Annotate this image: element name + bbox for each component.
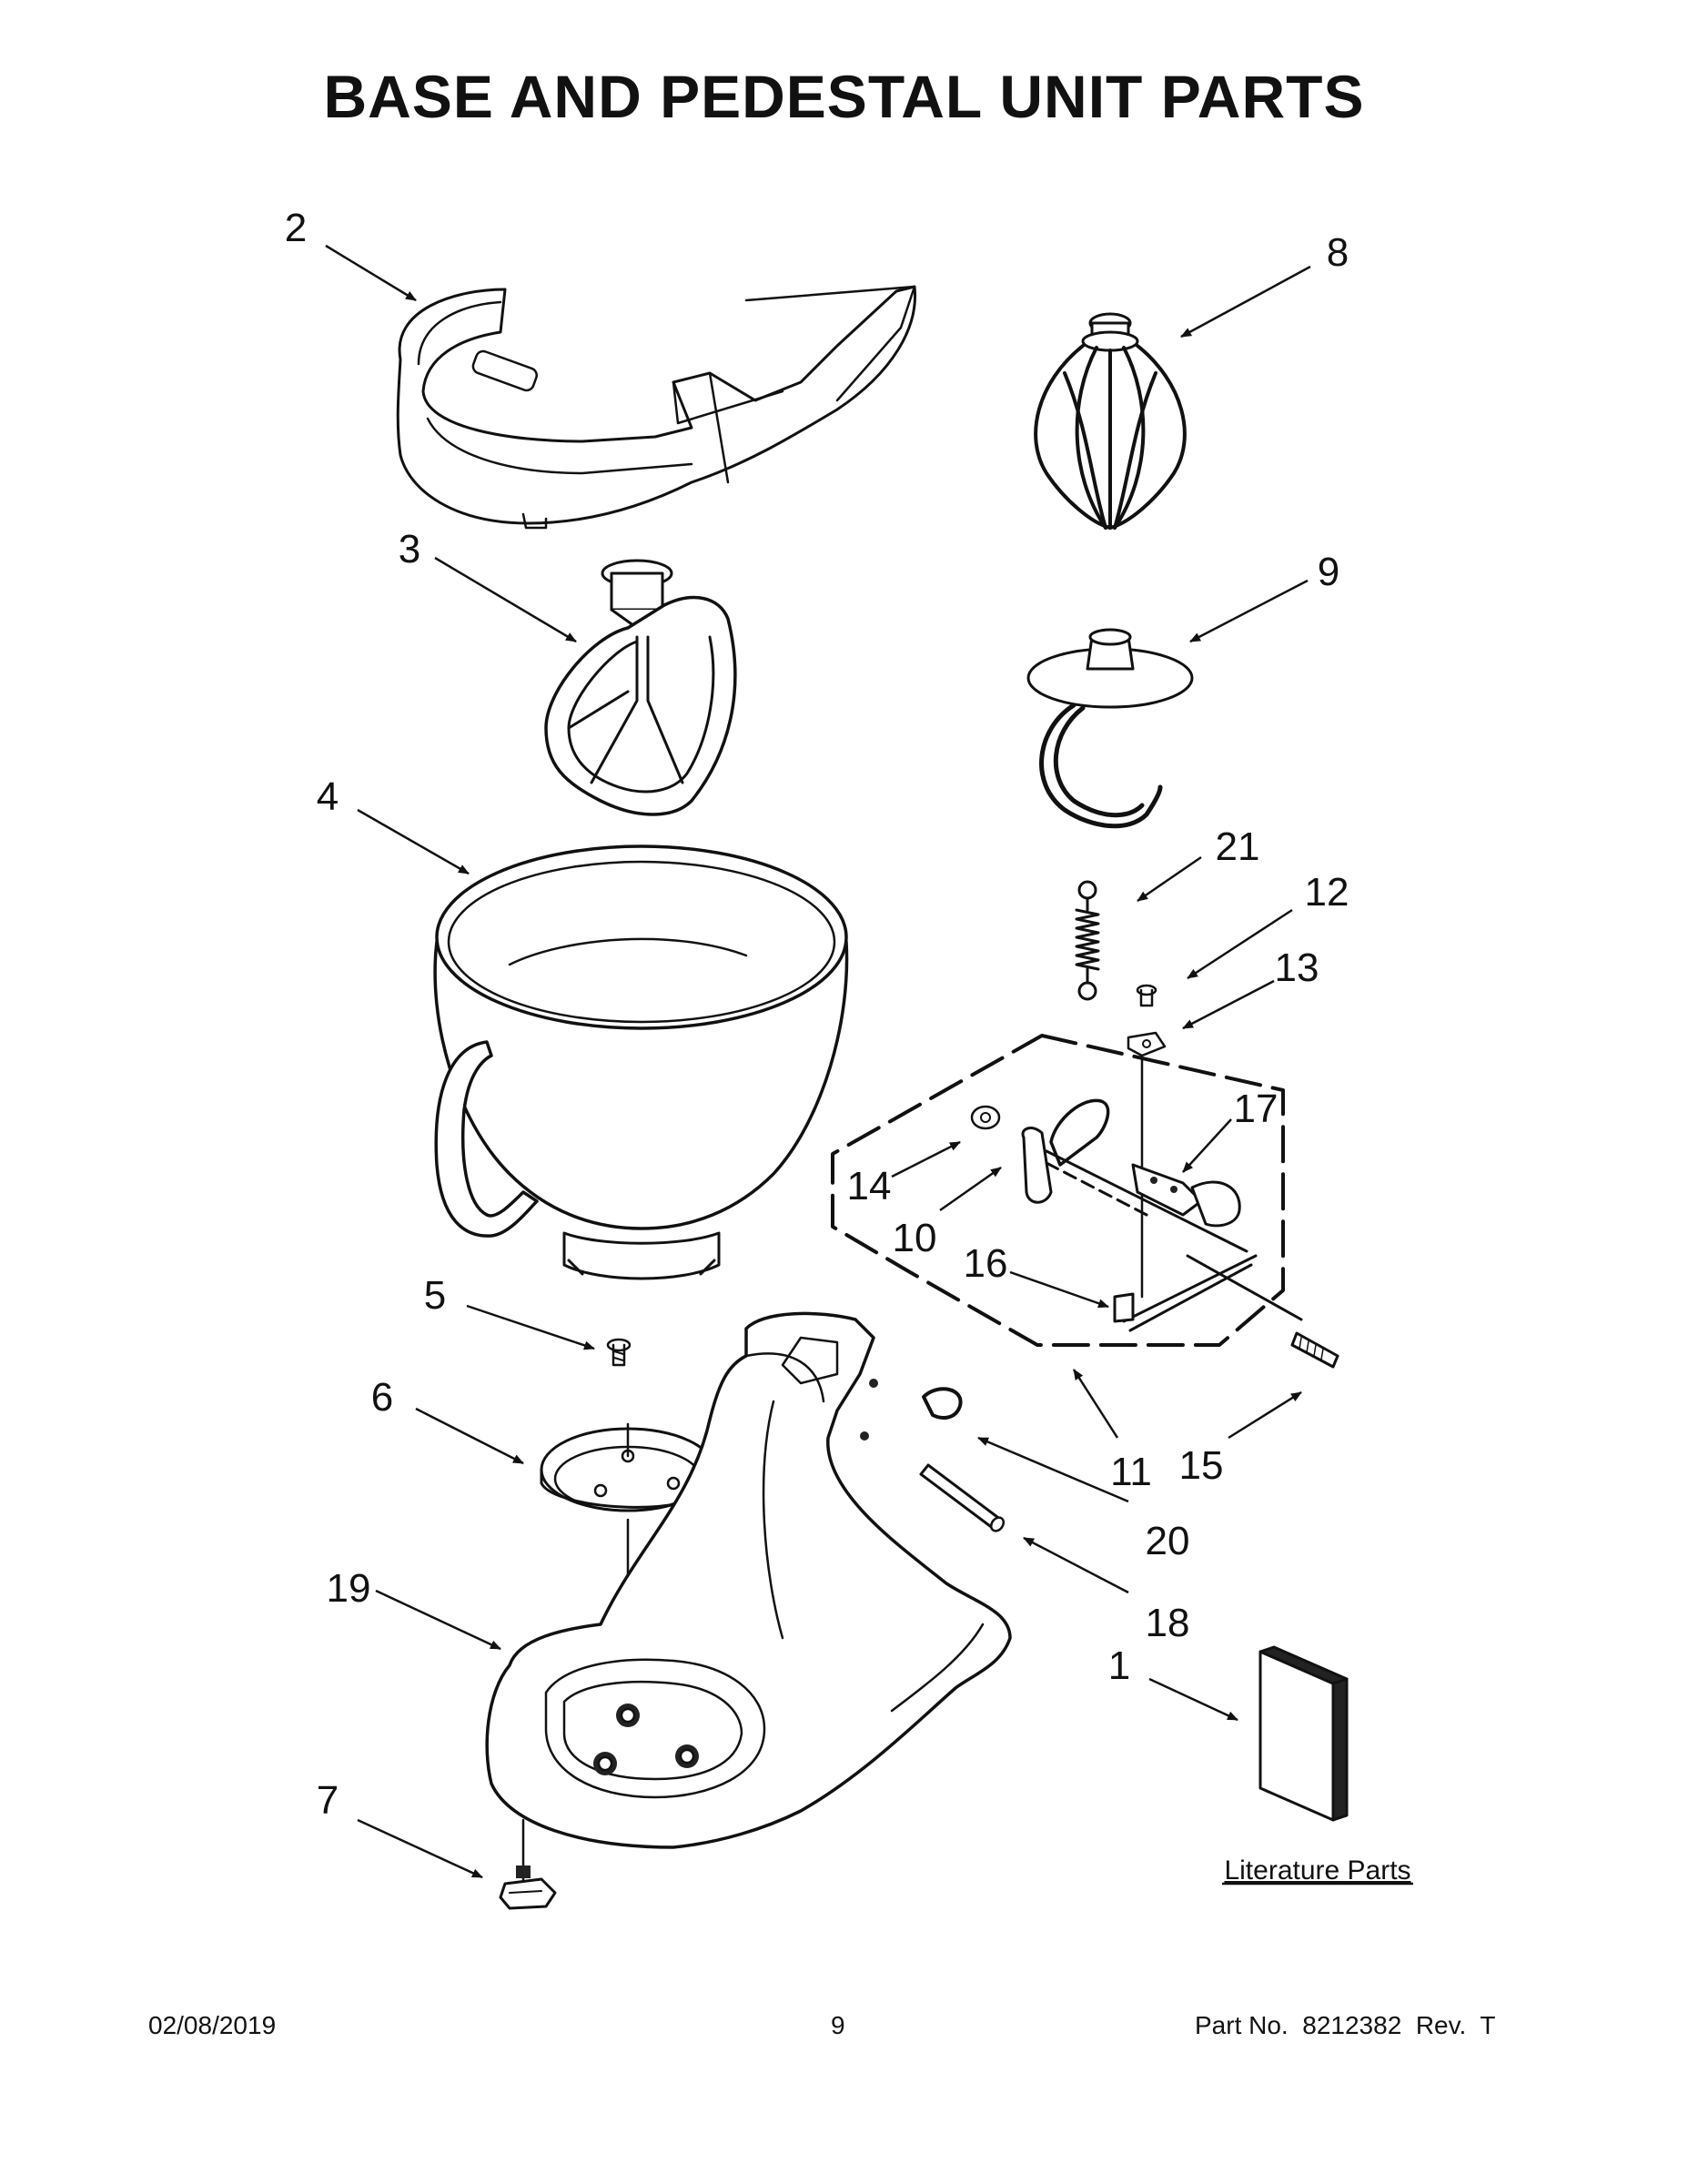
arrow-16 xyxy=(1009,1270,1109,1309)
arrow-17 xyxy=(1182,1118,1232,1173)
literature-book-part xyxy=(1258,1645,1349,1822)
callout-16: 16 xyxy=(964,1241,1008,1286)
arrow-21 xyxy=(1137,855,1202,903)
arrow-7 xyxy=(357,1818,483,1879)
dough-hook-part xyxy=(1026,628,1194,829)
arrow-4 xyxy=(357,808,470,875)
callout-20: 20 xyxy=(1146,1519,1190,1563)
arrow-18 xyxy=(1023,1536,1129,1594)
literature-parts-label: Literature Parts xyxy=(1224,1855,1410,1886)
spring-part xyxy=(1075,880,1100,1001)
callout-4: 4 xyxy=(317,774,339,819)
arrow-20 xyxy=(977,1436,1129,1503)
arrow-15 xyxy=(1228,1390,1302,1440)
arrow-9 xyxy=(1189,579,1309,643)
callout-3: 3 xyxy=(399,527,420,571)
rubber-foot-part xyxy=(499,1818,557,1910)
hinge-clip-part xyxy=(922,1387,963,1420)
pedestal-base-part xyxy=(485,1311,1012,1849)
arrow-1 xyxy=(1148,1677,1238,1722)
callout-12: 12 xyxy=(1305,870,1349,915)
wire-whip-part xyxy=(1034,312,1187,530)
arrow-6 xyxy=(415,1407,524,1465)
callout-19: 19 xyxy=(327,1566,371,1611)
small-screw-part xyxy=(1136,984,1157,1007)
washer-part xyxy=(1127,1031,1167,1057)
callout-15: 15 xyxy=(1179,1443,1224,1488)
callout-1: 1 xyxy=(1108,1643,1130,1688)
arrow-8 xyxy=(1180,265,1311,339)
callout-labels: 2 8 3 9 4 21 12 13 17 14 10 16 5 6 11 15… xyxy=(285,206,1411,1886)
footer-page-number: 9 xyxy=(831,2011,845,2039)
arrow-5 xyxy=(466,1304,595,1350)
callout-10: 10 xyxy=(893,1216,937,1260)
callout-21: 21 xyxy=(1216,824,1260,869)
flat-beater-part xyxy=(544,559,737,816)
bowl-lift-assembly-outline xyxy=(831,1034,1285,1347)
arrow-13 xyxy=(1182,979,1275,1030)
hinge-pin-part xyxy=(919,1463,1006,1532)
mixing-bowl-part xyxy=(433,844,849,1280)
callout-5: 5 xyxy=(424,1273,446,1318)
callout-11: 11 xyxy=(1110,1450,1152,1494)
arrow-12 xyxy=(1187,908,1293,980)
arrow-14 xyxy=(891,1140,961,1178)
screw-part xyxy=(606,1338,632,1367)
arrow-3 xyxy=(434,556,577,643)
footer-part-number: Part No. 8212382 Rev. T xyxy=(1195,2011,1496,2039)
callout-6: 6 xyxy=(371,1375,393,1420)
arrow-11 xyxy=(1072,1369,1119,1439)
page-title: BASE AND PEDESTAL UNIT PARTS xyxy=(323,63,1365,130)
callout-2: 2 xyxy=(285,206,307,250)
callout-7: 7 xyxy=(317,1778,339,1823)
arrow-10 xyxy=(939,1166,1002,1212)
bowl-lift-assembly-parts xyxy=(970,1058,1339,1369)
arrow-2 xyxy=(325,244,417,302)
arrow-19 xyxy=(375,1589,501,1651)
callout-8: 8 xyxy=(1327,230,1349,275)
callout-17: 17 xyxy=(1234,1087,1279,1131)
callout-18: 18 xyxy=(1146,1601,1190,1645)
callout-13: 13 xyxy=(1275,945,1319,990)
pouring-shield-part xyxy=(396,285,917,530)
callout-arrows xyxy=(325,244,1311,1879)
callout-9: 9 xyxy=(1318,550,1339,594)
footer-date: 02/08/2019 xyxy=(148,2011,277,2039)
callout-14: 14 xyxy=(847,1164,892,1208)
